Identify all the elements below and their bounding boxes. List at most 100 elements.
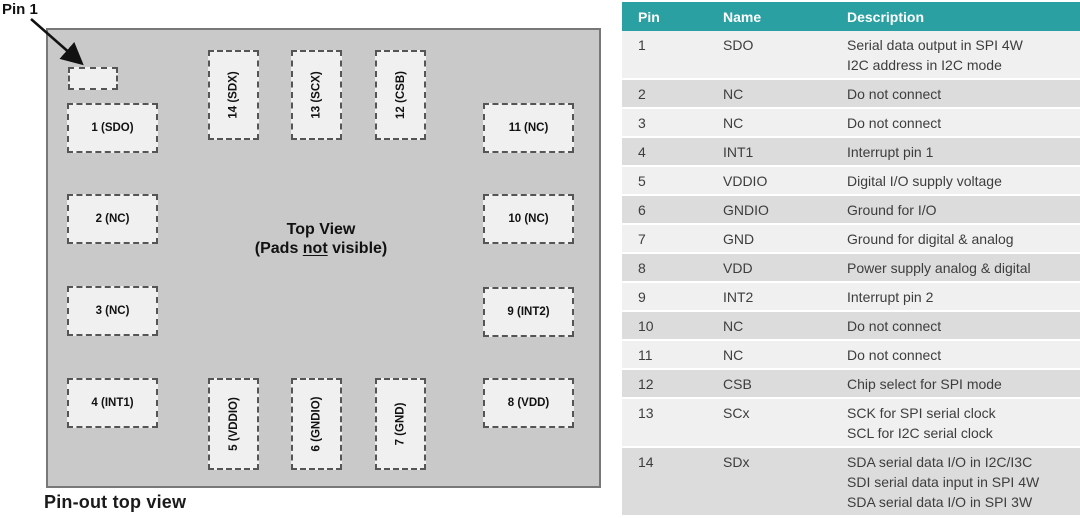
table-row: 9 INT2 Interrupt pin 2 xyxy=(622,283,1080,312)
pin-cell: 6 xyxy=(638,201,646,218)
pad-3-nc: 3 (NC) xyxy=(67,286,158,336)
name-cell: NC xyxy=(723,85,744,102)
name-cell: CSB xyxy=(723,375,752,392)
pad-4-int1: 4 (INT1) xyxy=(67,378,158,428)
table-row: 4 INT1 Interrupt pin 1 xyxy=(622,138,1080,167)
pin-cell: 9 xyxy=(638,288,646,305)
name-cell: NC xyxy=(723,317,744,334)
pin-cell: 11 xyxy=(638,346,653,363)
top-view-line2: (Pads not visible) xyxy=(221,239,421,258)
table-row: 8 VDD Power supply analog & digital xyxy=(622,254,1080,283)
desc-cell: SCK for SPI serial clock SCL for I2C ser… xyxy=(847,404,996,441)
desc-cell: Do not connect xyxy=(847,346,942,363)
desc-cell: Ground for I/O xyxy=(847,201,937,218)
pads-text-underlined: not xyxy=(302,240,328,257)
name-cell: VDD xyxy=(723,259,753,276)
pads-text-prefix: (Pads xyxy=(254,240,303,257)
table-row: 13 SCx SCK for SPI serial clock SCL for … xyxy=(622,399,1080,448)
name-cell: NC xyxy=(723,114,744,131)
desc-cell: Interrupt pin 1 xyxy=(847,143,934,160)
desc-cell: Serial data output in SPI 4W I2C address… xyxy=(847,36,1023,73)
pad-label: 14 (SDX) xyxy=(227,71,240,119)
pad-label: 8 (VDD) xyxy=(507,397,550,409)
pin-cell: 12 xyxy=(638,375,654,392)
table-row: 11 NC Do not connect xyxy=(622,341,1080,370)
pad-7-gnd: 7 (GND) xyxy=(375,378,426,470)
table-row: 10 NC Do not connect xyxy=(622,312,1080,341)
pad-label: 7 (GND) xyxy=(394,402,407,446)
pad-10-nc: 10 (NC) xyxy=(483,194,574,244)
name-cell: GNDIO xyxy=(723,201,769,218)
pin-cell: 3 xyxy=(638,114,646,131)
pad-label: 2 (NC) xyxy=(95,213,130,225)
pad-label: 9 (INT2) xyxy=(507,306,550,318)
name-cell: VDDIO xyxy=(723,172,768,189)
top-view-label: Top View (Pads not visible) xyxy=(221,220,421,258)
table-row: 1 SDO Serial data output in SPI 4W I2C a… xyxy=(622,31,1080,80)
pin1-arrow-icon xyxy=(30,18,84,66)
desc-cell: Power supply analog & digital xyxy=(847,259,1031,276)
desc-cell: SDA serial data I/O in I2C/I3C SDI seria… xyxy=(847,453,1040,510)
pad-label: 5 (VDDIO) xyxy=(227,397,240,451)
pad-label: 11 (NC) xyxy=(508,122,549,134)
diagram-caption: Pin-out top view xyxy=(44,492,187,512)
pin-cell: 1 xyxy=(638,36,646,53)
pin-cell: 13 xyxy=(638,404,654,421)
name-cell: SCx xyxy=(723,404,750,421)
pin-cell: 4 xyxy=(638,143,646,160)
pad-9-int2: 9 (INT2) xyxy=(483,287,574,337)
name-cell: INT1 xyxy=(723,143,754,160)
table-row: 12 CSB Chip select for SPI mode xyxy=(622,370,1080,399)
table-row: 2 NC Do not connect xyxy=(622,80,1080,109)
pad-1-sdo: 1 (SDO) xyxy=(67,103,158,153)
pad-label: 1 (SDO) xyxy=(91,122,134,134)
pad-label: 6 (GNDIO) xyxy=(310,396,323,452)
table-row: 3 NC Do not connect xyxy=(622,109,1080,138)
table-row: 14 SDx SDA serial data I/O in I2C/I3C SD… xyxy=(622,448,1080,517)
desc-cell: Ground for digital & analog xyxy=(847,230,1014,247)
pad-2-nc: 2 (NC) xyxy=(67,194,158,244)
pad-13-scx: 13 (SCX) xyxy=(291,50,342,140)
desc-cell: Digital I/O supply voltage xyxy=(847,172,1002,189)
pin-cell: 7 xyxy=(638,230,646,247)
pin-cell: 5 xyxy=(638,172,646,189)
pad-pin1-indicator xyxy=(68,67,118,90)
desc-cell: Chip select for SPI mode xyxy=(847,375,1002,392)
name-cell: GND xyxy=(723,230,755,247)
pad-label: 4 (INT1) xyxy=(91,397,134,409)
pin-cell: 8 xyxy=(638,259,646,276)
pad-14-sdx: 14 (SDX) xyxy=(208,50,259,140)
pad-label: 10 (NC) xyxy=(508,213,549,225)
pin-cell: 10 xyxy=(638,317,654,334)
pin-table: Pin Name Description 1 SDO Serial data o… xyxy=(622,2,1080,517)
desc-cell: Do not connect xyxy=(847,114,942,131)
pad-5-vddio: 5 (VDDIO) xyxy=(208,378,259,470)
name-cell: INT2 xyxy=(723,288,754,305)
name-cell: SDO xyxy=(723,36,754,53)
desc-cell: Do not connect xyxy=(847,317,942,334)
name-cell: NC xyxy=(723,346,744,363)
table-row: 5 VDDIO Digital I/O supply voltage xyxy=(622,167,1080,196)
pad-12-csb: 12 (CSB) xyxy=(375,50,426,140)
pad-label: 3 (NC) xyxy=(95,305,130,317)
pad-label: 13 (SCX) xyxy=(310,71,323,119)
pin-table-body: 1 SDO Serial data output in SPI 4W I2C a… xyxy=(622,31,1080,517)
pin-cell: 14 xyxy=(638,453,654,470)
desc-cell: Do not connect xyxy=(847,85,942,102)
name-cell: SDx xyxy=(723,453,750,470)
top-view-line1: Top View xyxy=(286,221,356,238)
pin1-label: Pin 1 xyxy=(2,1,38,18)
pad-8-vdd: 8 (VDD) xyxy=(483,378,574,428)
pin-cell: 2 xyxy=(638,85,646,102)
header-description: Description xyxy=(847,8,925,25)
header-name: Name xyxy=(723,8,762,25)
header-pin: Pin xyxy=(638,8,660,25)
pin-table-header: Pin Name Description xyxy=(622,2,1080,31)
pads-text-suffix: visible) xyxy=(327,240,388,257)
pad-label: 12 (CSB) xyxy=(394,71,407,119)
pad-11-nc: 11 (NC) xyxy=(483,103,574,153)
table-row: 6 GNDIO Ground for I/O xyxy=(622,196,1080,225)
pad-6-gndio: 6 (GNDIO) xyxy=(291,378,342,470)
